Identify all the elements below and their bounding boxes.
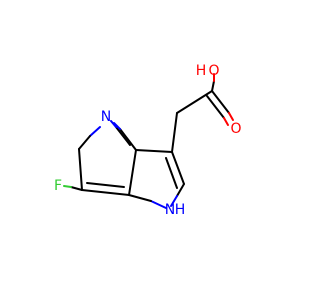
oxygen-carbonyl-label: O (230, 121, 241, 137)
oxygen-hydroxyl-label: O (208, 63, 219, 79)
bond-c6-c7-a (81, 189, 130, 196)
chemical-structure: O H O N F N H (54, 63, 242, 218)
bond-c3-c2-a (171, 151, 185, 185)
pyrrole-hydrogen-label: H (175, 202, 186, 218)
hydroxyl-hydrogen-label: H (196, 63, 207, 79)
bond-c3a-n4-b (115, 126, 131, 146)
bonds (63, 73, 234, 209)
bond-c3a-c7a (128, 149, 137, 196)
bond-c-o-double-red-a (228, 112, 234, 121)
bond-c-o-double-b (206, 95, 225, 119)
bond-c2-n1 (176, 183, 185, 197)
bond-n1-c7a (128, 194, 152, 202)
bond-n1-c7a-blue (150, 200, 167, 209)
bond-n4-blue-b (110, 120, 117, 128)
bond-c2-n1-blue (170, 195, 178, 207)
fluorine-label: F (54, 178, 62, 194)
bond-ch2-c3 (171, 112, 178, 153)
nitrogen-pyrrole-label: N (165, 202, 175, 218)
bond-c5-c6 (78, 148, 83, 191)
bond-n4-c5 (78, 135, 91, 150)
bond-c3-c2-b (165, 157, 178, 189)
bond-n4-c5-blue (89, 126, 101, 137)
bond-c6-c7-b (86, 182, 125, 188)
bond-c-o-double-a (211, 90, 230, 114)
nitrogen-pyridine-label: N (101, 109, 111, 125)
bond-c-oh (211, 80, 215, 92)
bond-c3a-n4-a (119, 128, 137, 151)
bond-c6-f-green (63, 185, 72, 188)
bond-c3-c3a (135, 149, 173, 153)
bond-n4-blue (113, 122, 121, 130)
bond-c-o-double-red-b (223, 117, 229, 126)
bond-c6-f (70, 186, 83, 191)
atom-labels: O H O N F N H (54, 63, 242, 218)
bond-ch2-cooh (176, 90, 213, 114)
